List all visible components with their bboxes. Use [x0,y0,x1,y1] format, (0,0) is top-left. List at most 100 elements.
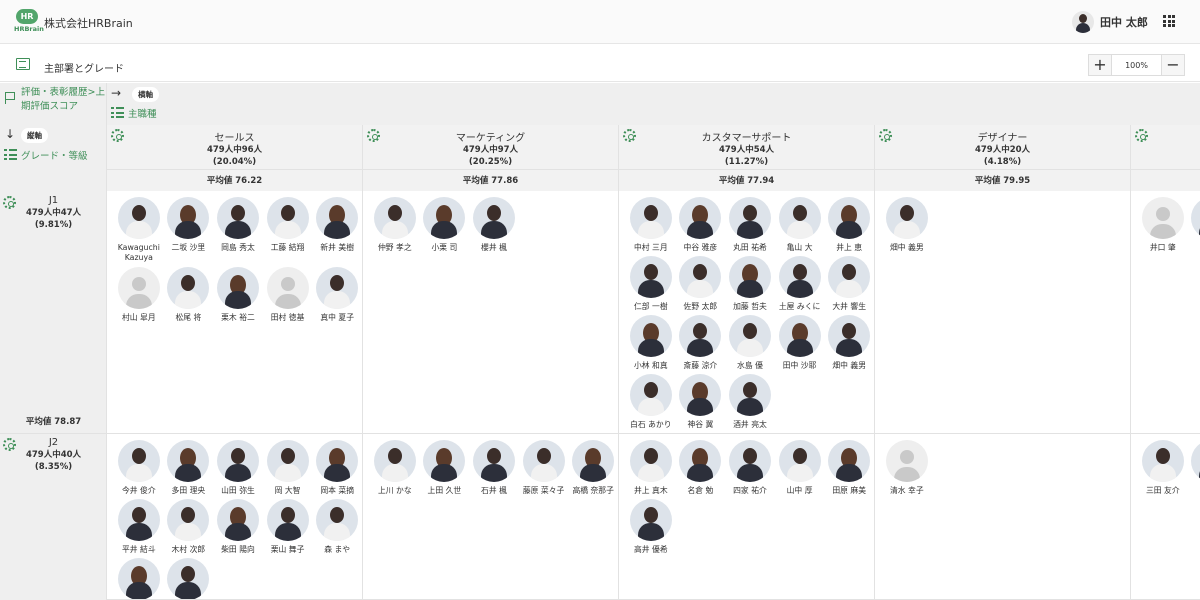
person-card[interactable]: 三田 友介 [1138,440,1188,499]
person-card[interactable]: 新井 美樹 [312,197,362,256]
person-avatar [216,267,259,309]
person-card[interactable]: 平井 結斗 [114,499,164,558]
person-card[interactable]: 高橋 奈那子 [568,440,618,499]
person-card[interactable]: 水島 優 [725,315,775,374]
person-card[interactable]: Kawaguchi Kazuya [114,197,164,267]
person-card[interactable]: 仁部 一樹 [626,256,676,315]
document-icon[interactable] [16,58,30,70]
person-card[interactable]: 酒井 亮太 [725,374,775,433]
person-card[interactable]: 田原 麻美 [824,440,874,499]
person-avatar [679,315,722,357]
person-card[interactable]: 畑中 義男 [882,197,932,256]
column-count: 479人中54人 [718,145,775,155]
person-card[interactable]: 中村 三月 [626,197,676,256]
user-menu[interactable]: 田中 太郎 [1072,11,1148,33]
person-card[interactable]: 田村 徳基 [263,267,313,326]
person-card[interactable]: 大山 [1188,440,1200,499]
person-avatar [316,440,359,482]
person-card[interactable]: 栗木 裕二 [213,267,263,326]
person-card[interactable]: 多田 理央 [164,440,214,499]
person-name: 新井 美樹 [320,243,354,252]
person-name: 今井 俊介 [121,486,156,495]
person-card[interactable] [114,558,164,599]
person-card[interactable]: 岡島 秀太 [213,197,263,256]
person-card[interactable]: 井口 肇 [1138,197,1188,256]
person-card[interactable]: 加藤 哲夫 [725,256,775,315]
person-card[interactable]: 森 まや [312,499,362,558]
person-card[interactable]: 石井 楓 [469,440,519,499]
person-card[interactable]: 木村 次郎 [164,499,214,558]
person-card[interactable]: 村山 皐月 [114,267,164,326]
person-card[interactable]: 土屋 みくに [775,256,825,315]
person-card[interactable]: 仲野 孝之 [370,197,420,256]
gear-icon[interactable] [1135,129,1148,142]
person-card[interactable]: 岡本 菜摘 [312,440,362,499]
person-card[interactable]: 斎藤 涼介 [676,315,726,374]
person-card[interactable]: 栗山 舞子 [263,499,313,558]
person-card[interactable]: 松尾 将 [164,267,214,326]
person-avatar [216,440,259,482]
person-card[interactable]: 中谷 雅彦 [676,197,726,256]
gear-icon[interactable] [623,129,636,142]
person-card[interactable]: 小林 和真 [626,315,676,374]
person-card[interactable]: 上田 久世 [420,440,470,499]
person-card[interactable]: 白石 あかり [626,374,676,433]
person-card[interactable]: 四家 祐介 [725,440,775,499]
score-selector[interactable]: 評価・表彰履歴>上期評価スコア [0,83,107,125]
cell-j1-marketing: 仲野 孝之小栗 司櫻井 楓 [363,191,619,434]
person-avatar [522,440,565,482]
person-card[interactable] [164,558,214,599]
person-card[interactable]: 田中 沙耶 [775,315,825,374]
person-card[interactable]: 佐 [1188,197,1200,256]
person-name: 丸田 祐希 [733,243,767,252]
person-card[interactable]: 名倉 勉 [676,440,726,499]
person-avatar [373,440,416,482]
person-card[interactable]: 井上 真木 [626,440,676,499]
person-card[interactable]: 今井 俊介 [114,440,164,499]
person-name: 亀山 大 [786,243,813,252]
person-avatar [728,315,771,357]
person-card[interactable]: 畑中 義男 [824,315,874,374]
person-card[interactable]: 岡 大智 [263,440,313,499]
person-card[interactable]: 神谷 翼 [676,374,726,433]
person-card[interactable]: 井上 恵 [824,197,874,256]
column-pct: (11.27%) [724,157,769,167]
person-name: 田村 徳基 [270,313,305,322]
person-card[interactable]: 山中 厚 [775,440,825,499]
gear-icon[interactable] [367,129,380,142]
person-name: 大山 [1188,486,1200,496]
person-card[interactable]: 柴田 陽向 [213,499,263,558]
row-count: 479人中47人 [25,208,82,218]
person-name: 神谷 翼 [687,420,714,429]
gear-icon[interactable] [3,438,16,451]
person-card[interactable]: 高井 優希 [626,499,676,558]
person-card[interactable]: 藤原 菜々子 [519,440,569,499]
person-card[interactable]: 工藤 結翔 [263,197,313,256]
zoom-out-button[interactable]: − [1161,54,1185,76]
person-card[interactable]: 佐野 太郎 [676,256,726,315]
person-card[interactable]: 丸田 祐希 [725,197,775,256]
person-card[interactable]: 大井 響生 [824,256,874,315]
person-name: 名倉 勉 [687,486,714,495]
person-card[interactable]: 二坂 沙里 [164,197,214,256]
person-card[interactable]: 小栗 司 [420,197,470,256]
person-card[interactable]: 亀山 大 [775,197,825,256]
person-card[interactable]: 真中 夏子 [312,267,362,326]
gear-icon[interactable] [879,129,892,142]
person-avatar [828,256,871,298]
person-card[interactable]: 上川 かな [370,440,420,499]
gear-icon[interactable] [3,196,16,209]
column-pct: (20.25%) [468,157,513,167]
person-card[interactable]: 山田 弥生 [213,440,263,499]
h-axis-selector[interactable]: 主職種 [128,109,157,120]
person-card[interactable]: 清水 幸子 [882,440,932,499]
zoom-in-button[interactable]: + [1088,54,1112,76]
hrbrain-logo[interactable]: HR HRBrain [14,9,44,35]
gear-icon[interactable] [111,129,124,142]
v-axis-selector[interactable]: グレード・等級 [21,151,88,162]
app-grid-icon[interactable] [1163,15,1175,27]
toolbar: 主部署とグレード + 100% − [0,45,1200,82]
person-card[interactable]: 櫻井 楓 [469,197,519,256]
person-name: 井口 肇 [1149,243,1176,252]
